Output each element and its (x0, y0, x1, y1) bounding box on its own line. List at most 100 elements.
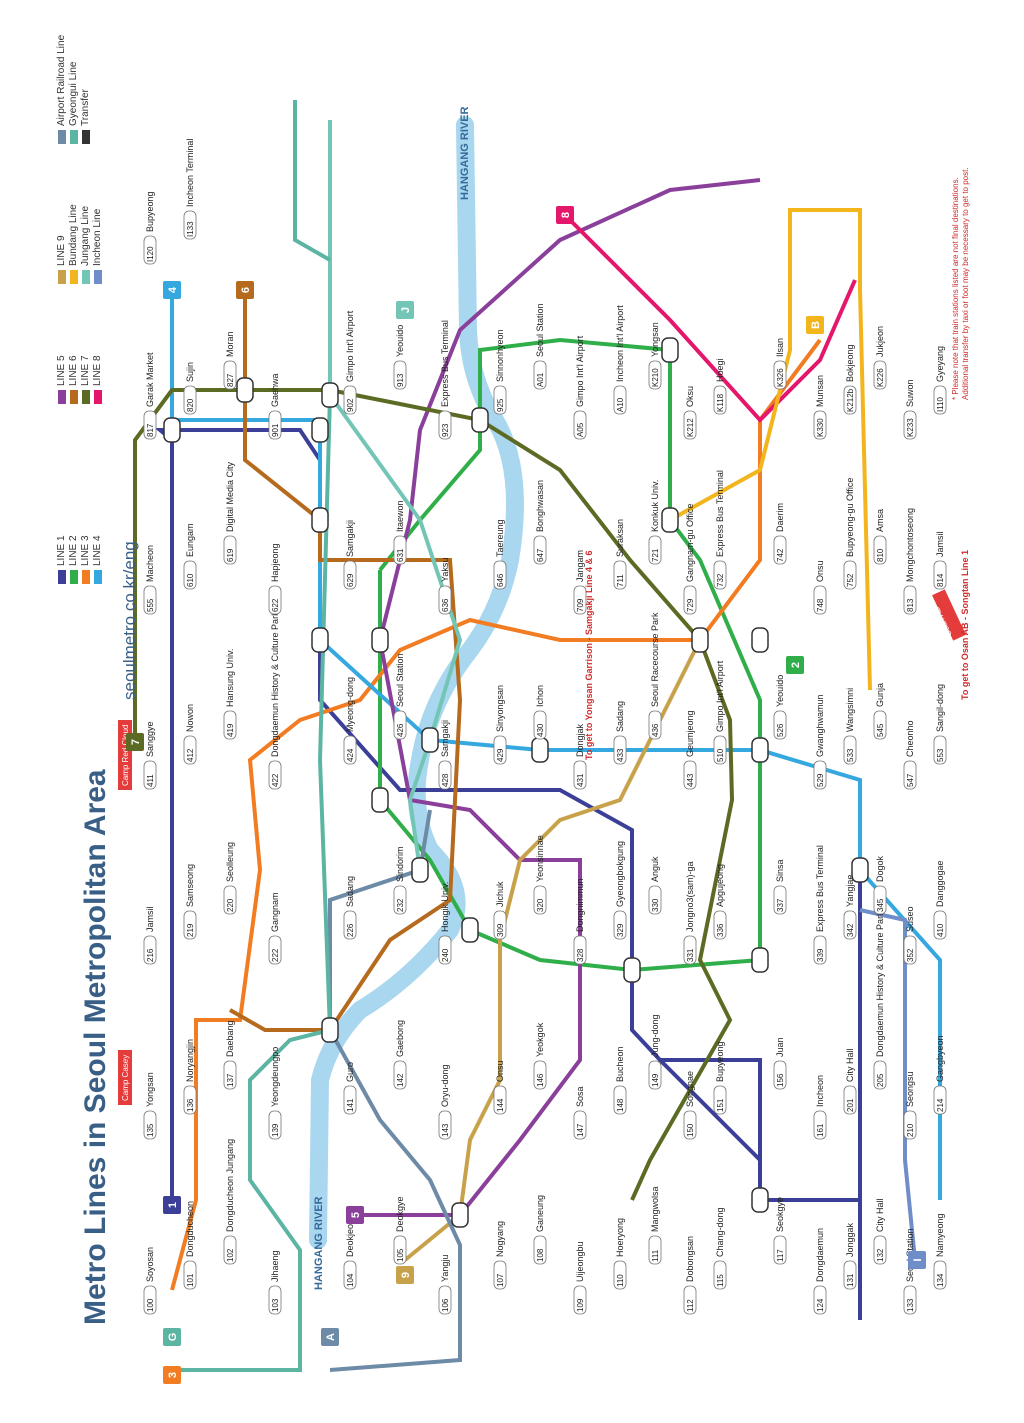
transfer-node[interactable] (371, 787, 389, 813)
transfer-node[interactable] (691, 627, 709, 653)
transfer-node[interactable] (661, 507, 679, 533)
transfer-node[interactable] (751, 947, 769, 973)
transfer-node[interactable] (751, 737, 769, 763)
transfer-node[interactable] (661, 337, 679, 363)
transfer-node[interactable] (411, 857, 429, 883)
transfer-node[interactable] (163, 417, 181, 443)
transfer-node[interactable] (531, 737, 549, 763)
transfer-node[interactable] (623, 957, 641, 983)
transfer-node[interactable] (421, 727, 439, 753)
transfer-node[interactable] (236, 377, 254, 403)
transfer-node[interactable] (851, 857, 869, 883)
transfer-node[interactable] (451, 1202, 469, 1228)
transfer-node[interactable] (461, 917, 479, 943)
transfer-node[interactable] (321, 1017, 339, 1043)
transfer-node[interactable] (751, 627, 769, 653)
transfer-node[interactable] (321, 382, 339, 408)
transfer-node[interactable] (751, 1187, 769, 1213)
